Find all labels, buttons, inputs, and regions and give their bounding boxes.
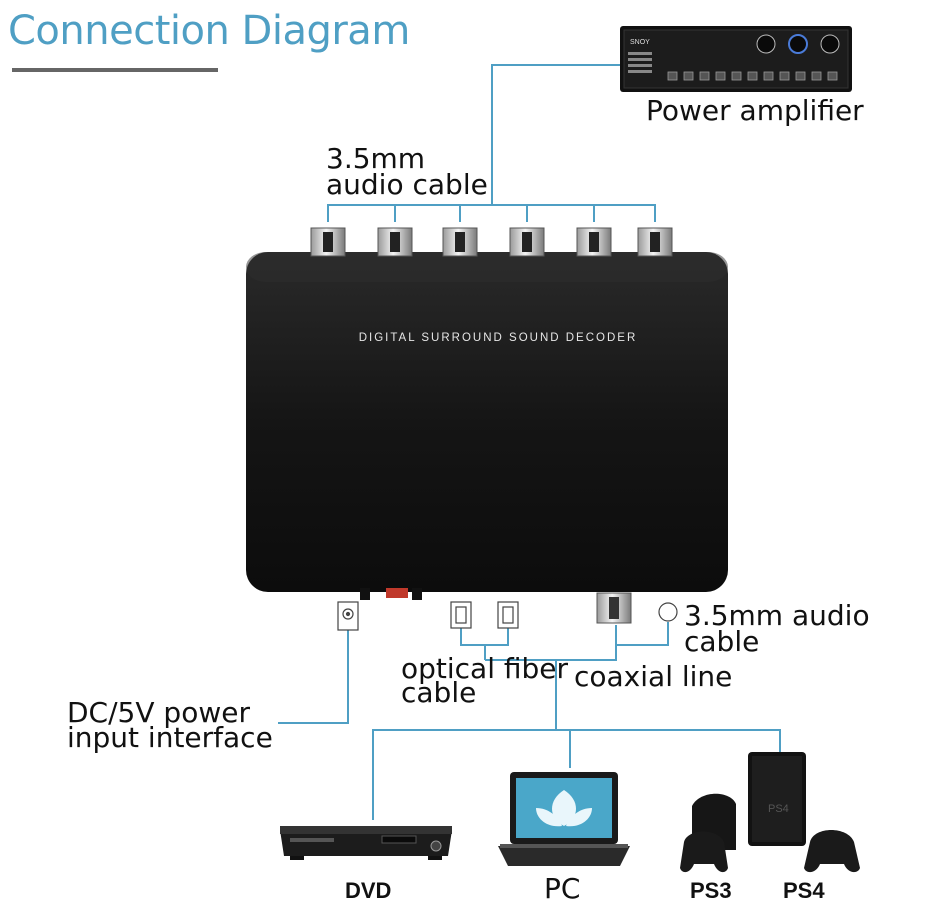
rca-jack: [310, 227, 346, 257]
ps4-label: PS4: [783, 878, 825, 903]
optical-fiber-label-line2: cable: [401, 676, 477, 709]
ps3-label: PS3: [690, 878, 732, 903]
decoder-panel-text: DIGITAL SURROUND SOUND DECODER: [359, 332, 638, 344]
controller-icon: [804, 830, 860, 873]
rca-jack: [442, 227, 478, 257]
audio-cable-top-label-line2: audio cable: [326, 168, 488, 201]
optical-fiber-label-line1: optical fiber: [401, 652, 569, 685]
laptop-pc-image: [498, 772, 630, 866]
svg-text:PS4: PS4: [768, 803, 789, 815]
power-amplifier-image: SNOY: [620, 26, 852, 92]
title-underline: [12, 68, 218, 72]
optical-port-icon: [497, 601, 519, 629]
audio-cable-top-label-line1: 3.5mm: [326, 142, 426, 175]
audio-jack-port-icon: [658, 602, 678, 622]
rca-output-jacks: [310, 227, 673, 257]
rca-jack: [377, 227, 413, 257]
connection-lines: [278, 64, 781, 820]
decoder-device: DIGITAL SURROUND SOUND DECODER: [246, 252, 728, 592]
optical-port-icon: [450, 601, 472, 629]
leaf-logo-icon: [536, 790, 592, 827]
diagram-title: Connection Diagram: [8, 8, 410, 54]
rca-jack: [509, 227, 545, 257]
dc-power-port-icon: [337, 601, 359, 631]
coaxial-port: [596, 592, 632, 624]
svg-text:SNOY: SNOY: [630, 39, 650, 46]
input-ports: [337, 588, 678, 631]
controller-icon: [680, 831, 728, 873]
power-amplifier-label: Power amplifier: [646, 94, 864, 127]
dc-power-label-line2: input interface: [67, 721, 273, 754]
audio-cable-right-label: 3.5mm audio cable: [684, 599, 870, 658]
coaxial-line-label: coaxial line: [574, 660, 733, 693]
dvd-label: DVD: [345, 878, 392, 903]
dc-power-label-line1: DC/5V power: [67, 696, 250, 729]
rca-jack: [637, 227, 673, 257]
dvd-player-image: [280, 826, 452, 860]
rca-jack: [576, 227, 612, 257]
pc-label: PC: [544, 872, 581, 905]
game-consoles-image: PS4: [680, 752, 860, 873]
